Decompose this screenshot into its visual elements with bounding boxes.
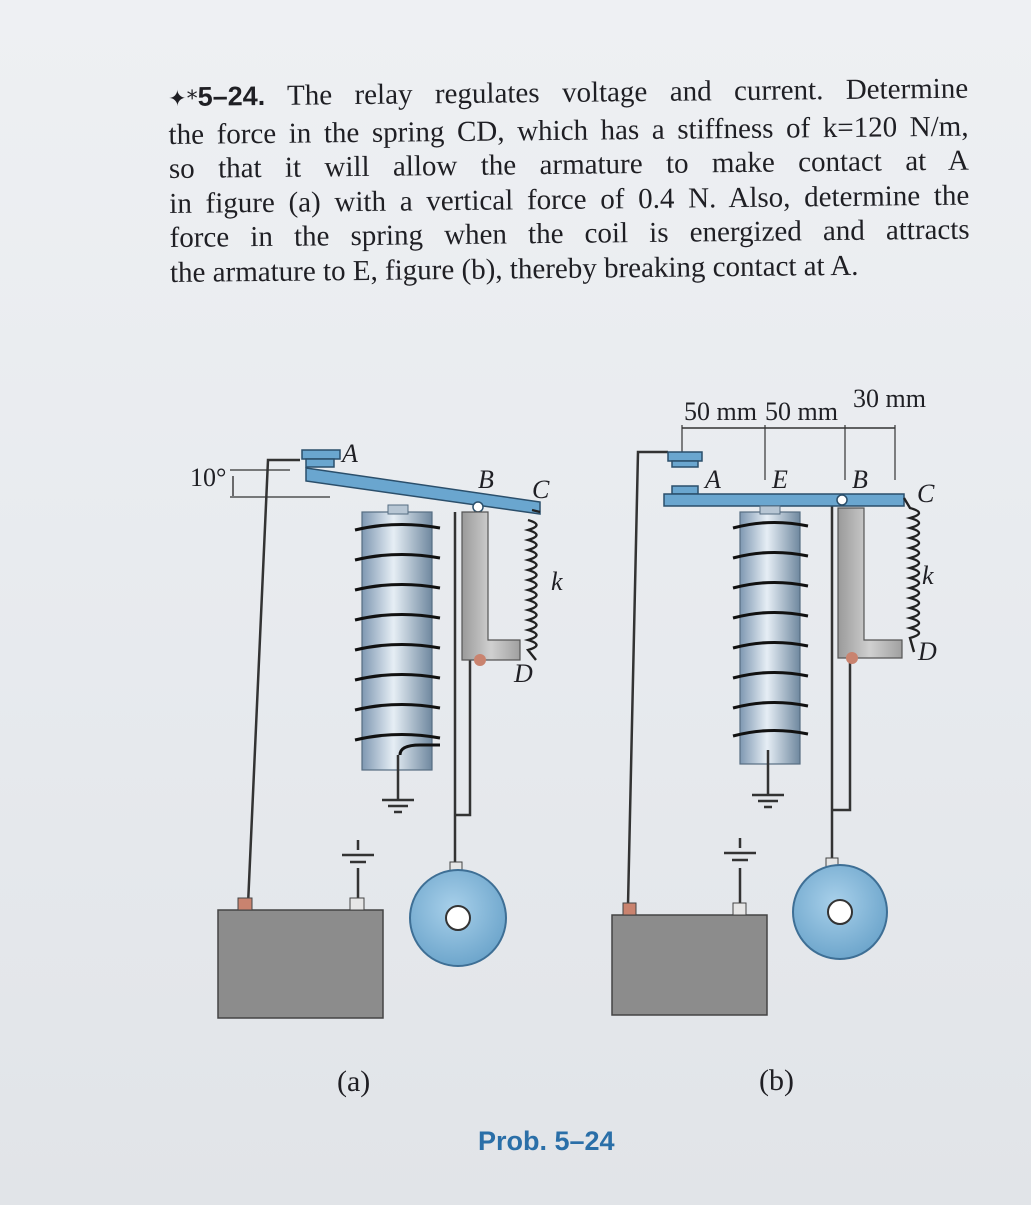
- problem-caption: Prob. 5–24: [478, 1126, 615, 1156]
- spring-support-a: [461, 511, 521, 661]
- label-a-k: k: [551, 567, 563, 596]
- spring-cd-a: [523, 508, 541, 661]
- label-a-A: A: [340, 439, 358, 468]
- label-b-A: A: [703, 465, 721, 494]
- angle-label: 10°: [190, 463, 226, 492]
- dim-50mm-1: 50 mm: [684, 397, 757, 426]
- label-a-D: D: [513, 659, 533, 688]
- figure-b: 50 mm 50 mm 30 mm: [611, 384, 937, 1097]
- label-a-B: B: [478, 465, 494, 494]
- ground-symbol-a: [382, 798, 414, 814]
- label-b-E: E: [771, 465, 788, 494]
- battery-symbol-a: [342, 840, 374, 864]
- contact-a-base: [305, 458, 335, 468]
- spring-support-b: [837, 507, 903, 659]
- coil-winding-b: [732, 520, 809, 738]
- spring-cd-b: [902, 497, 921, 653]
- caption-b: (b): [759, 1064, 794, 1097]
- contact-a-top: [301, 449, 341, 460]
- label-b-D: D: [917, 637, 937, 666]
- armature-b: [663, 493, 905, 507]
- label-b-B: B: [852, 465, 868, 494]
- coil-core-b: [739, 511, 801, 765]
- contact-b-top: [667, 451, 703, 462]
- battery-a: [217, 909, 384, 1019]
- coil-winding-a: [354, 522, 441, 756]
- caption-a: (a): [337, 1065, 370, 1098]
- dim-50mm-2: 50 mm: [765, 397, 838, 426]
- armature-a: [305, 467, 541, 515]
- label-a-C: C: [532, 475, 550, 504]
- dim-30mm: 30 mm: [853, 384, 926, 413]
- battery-b: [611, 914, 768, 1016]
- coil-core-a: [361, 511, 433, 771]
- wire-a-left: [246, 458, 300, 906]
- figure-a: 10°: [190, 439, 563, 1098]
- label-b-k: k: [922, 561, 934, 590]
- label-b-C: C: [917, 479, 935, 508]
